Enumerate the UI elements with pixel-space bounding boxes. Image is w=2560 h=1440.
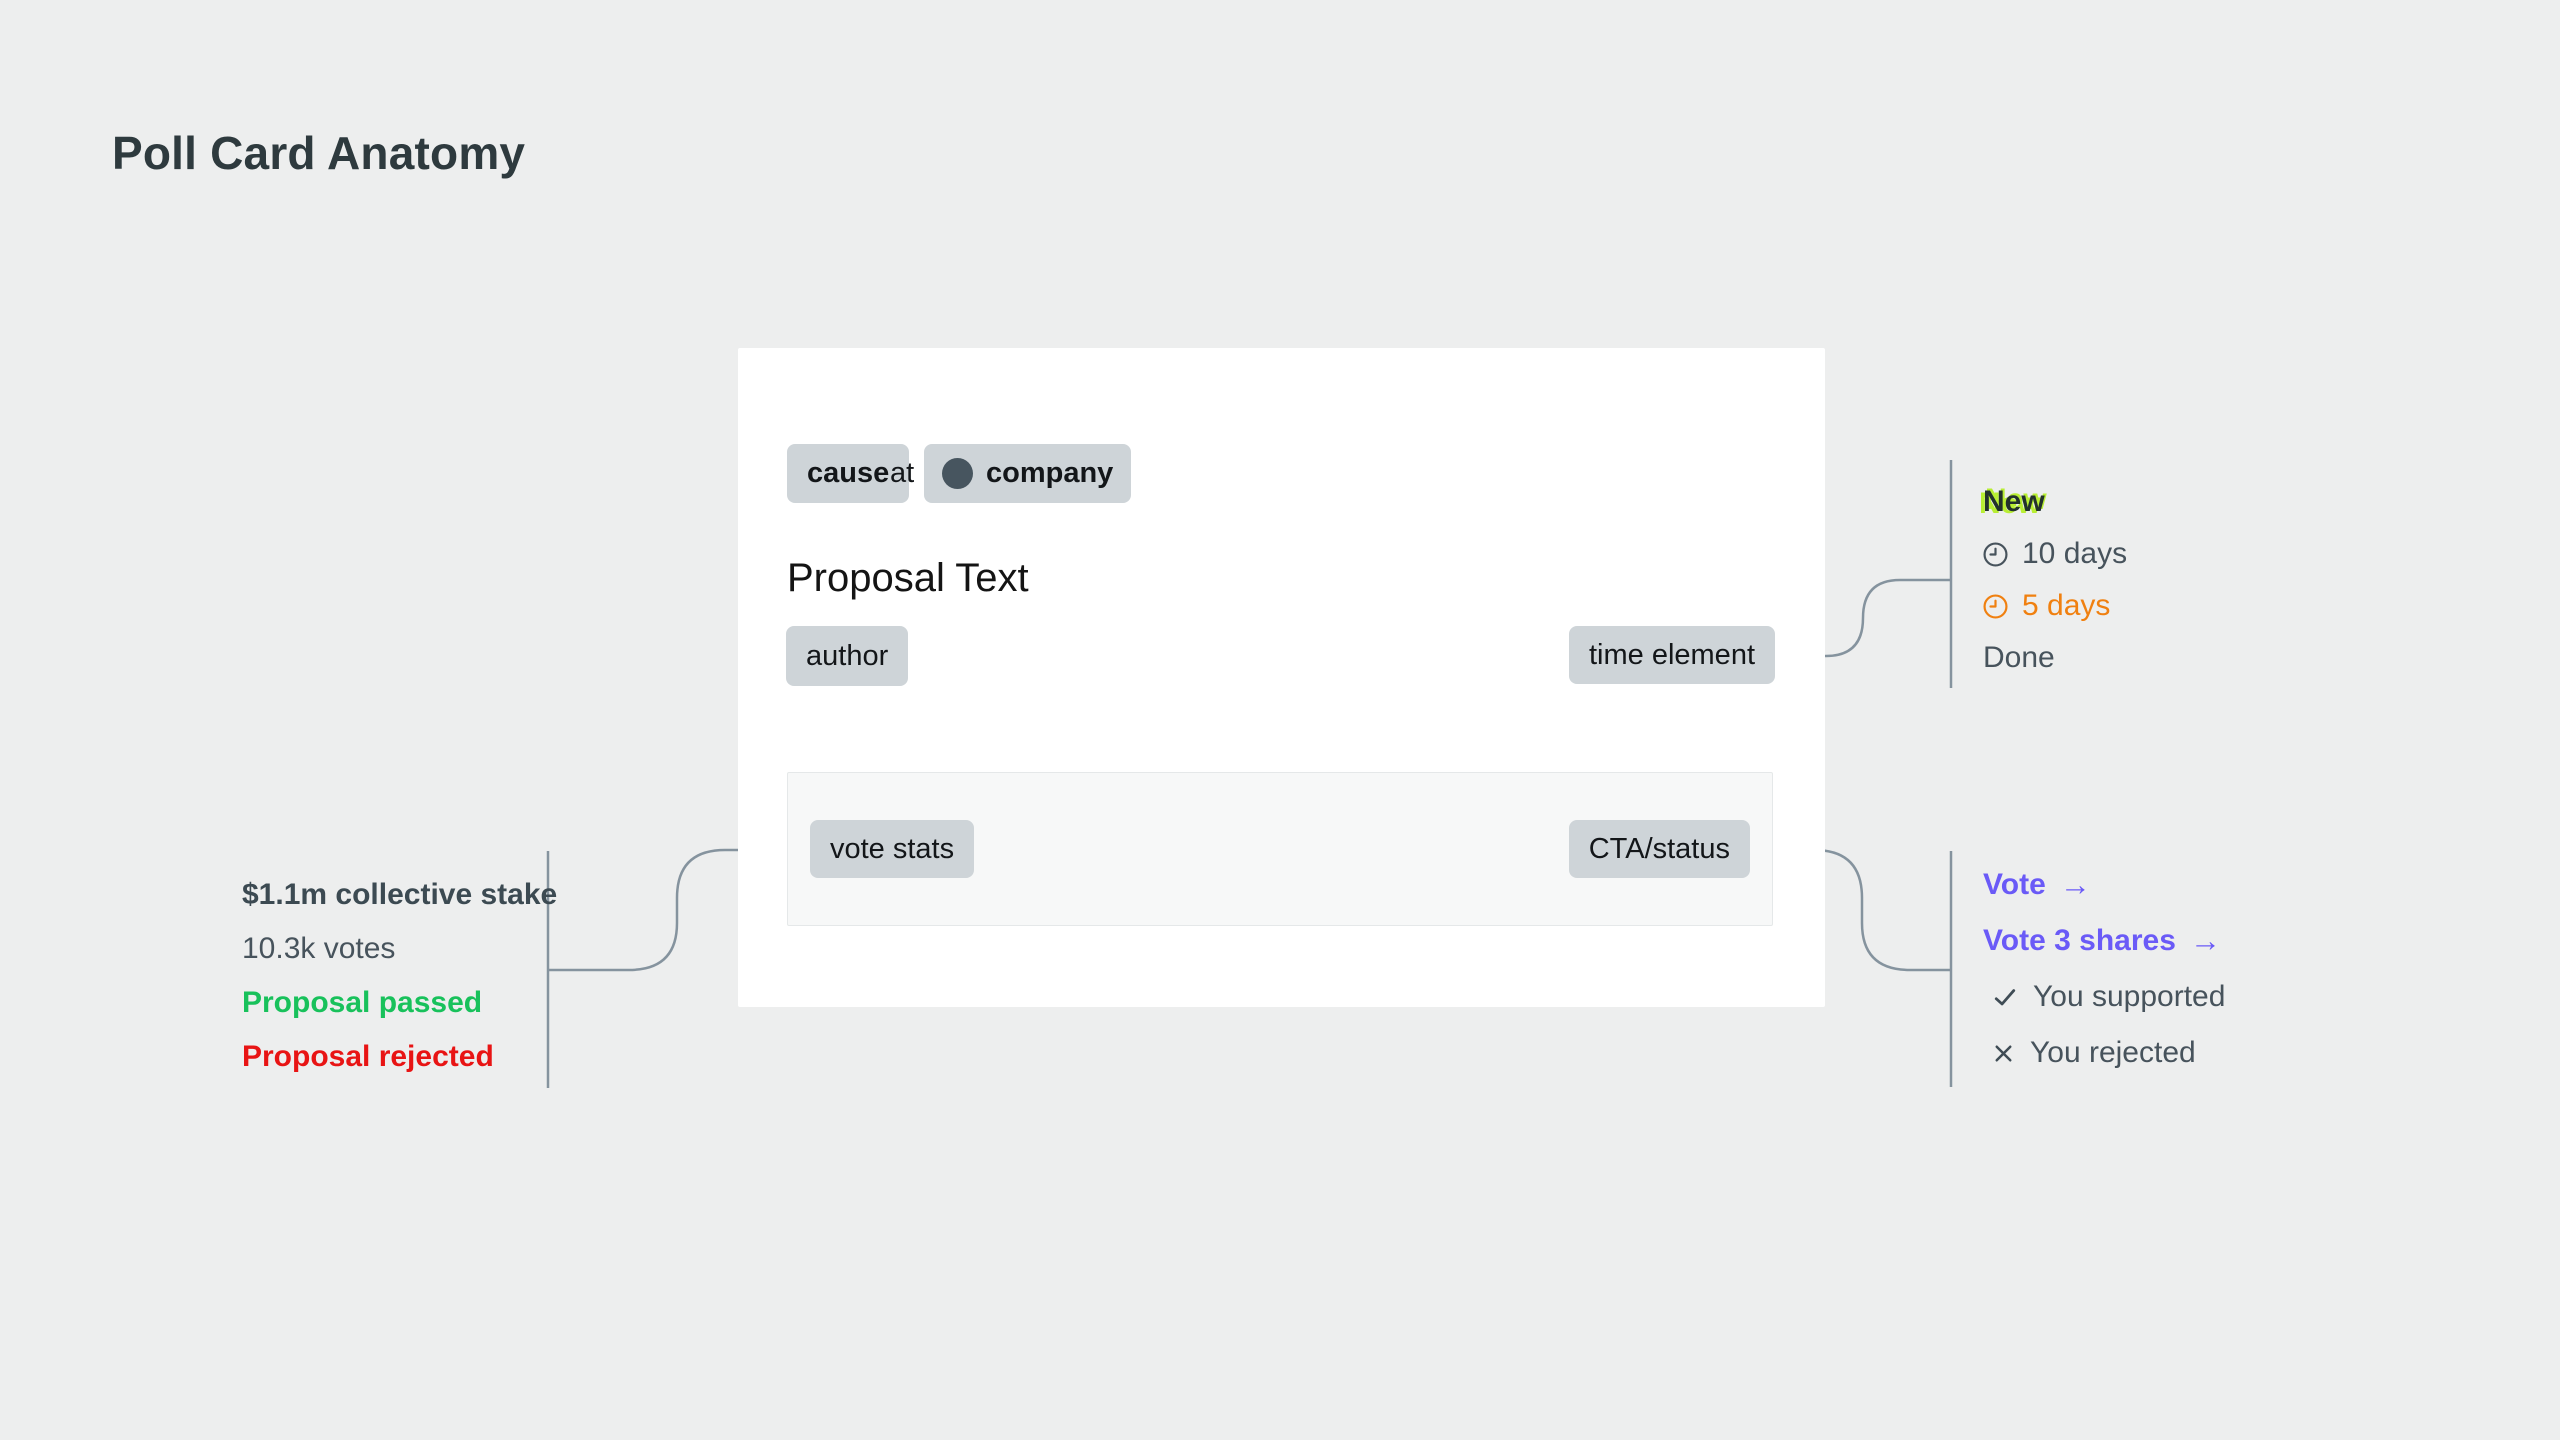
vote-shares-link[interactable]: Vote 3 shares →	[1983, 922, 2225, 960]
vote-stats-label: vote stats	[830, 832, 955, 865]
passed-text: Proposal passed	[242, 986, 483, 1019]
vote-stats-badge: vote stats	[810, 820, 975, 878]
annotation-rejected-vote: You rejected	[1983, 1034, 2225, 1072]
author-badge: author	[786, 626, 909, 686]
annotation-stake: $1.1m collective stake	[242, 876, 557, 914]
arrow-right-icon: →	[2059, 867, 2091, 902]
done-text: Done	[1983, 641, 2055, 674]
annotation-passed: Proposal passed	[242, 984, 557, 1022]
votes-text: 10.3k votes	[242, 932, 396, 965]
clock-icon-orange	[1983, 593, 2008, 619]
arrow-right-icon: →	[2189, 923, 2221, 958]
cta-status-label: CTA/status	[1588, 832, 1730, 865]
company-badge: company	[924, 444, 1132, 503]
cause-label: cause	[807, 457, 890, 489]
company-avatar-icon	[942, 458, 973, 489]
vote-text: Vote	[1983, 868, 2046, 901]
annotation-votes: 10.3k votes	[242, 930, 557, 968]
days-10-text: 10 days	[2022, 537, 2128, 570]
annotation-new: New	[1983, 483, 2127, 521]
author-label: author	[806, 639, 889, 672]
stake-text: $1.1m collective stake	[242, 878, 558, 911]
company-label: company	[986, 457, 1114, 489]
time-element-label: time element	[1588, 638, 1755, 671]
time-element-badge: time element	[1568, 626, 1775, 684]
annotation-5-days: 5 days	[1983, 587, 2127, 625]
card-footer: vote stats CTA/status	[787, 772, 1773, 926]
annotation-supported: You supported	[1983, 978, 2225, 1016]
supported-text: You supported	[2033, 980, 2226, 1013]
page-title: Poll Card Anatomy	[112, 127, 526, 179]
annotation-rejected: Proposal rejected	[242, 1038, 557, 1076]
rejected-text: Proposal rejected	[242, 1040, 494, 1073]
clock-icon	[1983, 541, 2008, 567]
proposal-title: Proposal Text	[787, 556, 1029, 600]
cta-status-badge: CTA/status	[1568, 820, 1750, 878]
check-icon	[1991, 983, 2019, 1011]
annotation-10-days: 10 days	[1983, 535, 2127, 573]
rejected-vote-text: You rejected	[2030, 1036, 2196, 1069]
days-5-text: 5 days	[2022, 589, 2111, 622]
new-text: New	[1983, 485, 2045, 518]
action-annotations: Vote → Vote 3 shares → You supported You…	[1983, 866, 2225, 1090]
vote-shares-text: Vote 3 shares	[1983, 924, 2176, 957]
cause-badge: cause	[787, 444, 910, 503]
vote-stats-annotations: $1.1m collective stake 10.3k votes Propo…	[242, 876, 557, 1092]
time-annotations: New 10 days 5 days Done	[1983, 483, 2127, 691]
at-label: at	[890, 457, 915, 489]
annotation-done: Done	[1983, 639, 2127, 677]
vote-link[interactable]: Vote →	[1983, 866, 2225, 904]
x-icon	[1991, 1041, 2016, 1066]
poll-card: cause at company Proposal Text author ti…	[738, 348, 1825, 1007]
